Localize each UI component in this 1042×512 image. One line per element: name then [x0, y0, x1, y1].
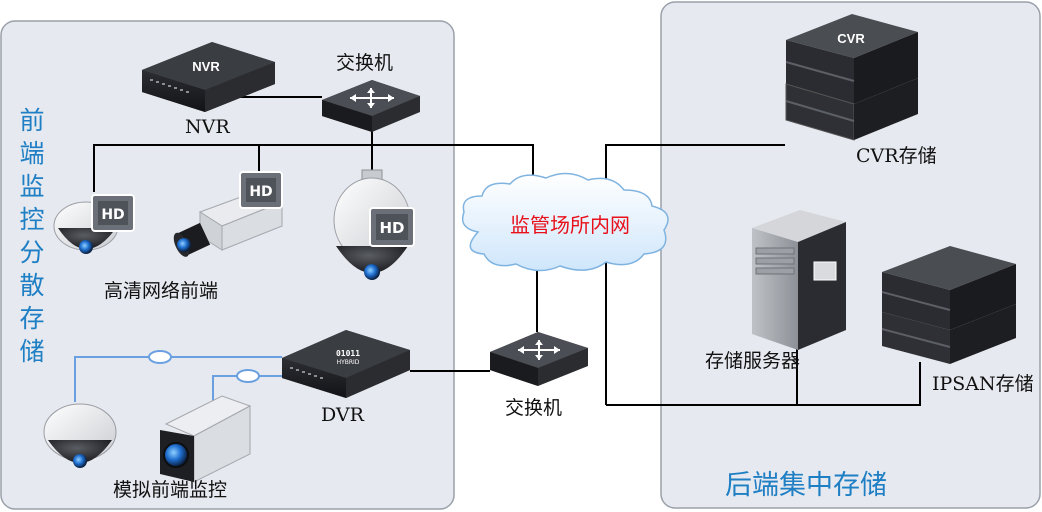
switch-top-label: 交换机: [336, 52, 394, 74]
svg-text:HD: HD: [101, 207, 124, 223]
nvr-box-text: NVR: [192, 59, 220, 74]
coax-links: [74, 350, 282, 402]
right-panel: [660, 1, 1041, 509]
hd-front-label: 高清网络前端: [104, 280, 219, 302]
svg-text:HD: HD: [249, 184, 272, 200]
front-bus: [93, 144, 534, 192]
dvr-box-text-2: HYBRID: [337, 359, 360, 366]
coax-connector-1: [148, 350, 172, 364]
ipsan-storage[interactable]: [881, 246, 1016, 364]
dvr-box-text-1: 01011: [336, 349, 360, 358]
svg-text:HD: HD: [379, 219, 404, 237]
cvr-label: CVR存储: [856, 145, 937, 167]
switch-bottom[interactable]: [490, 332, 588, 386]
right-panel-title: 后端集中存储: [725, 470, 887, 501]
server-label: 存储服务器: [705, 350, 801, 372]
left-panel-title: 前端监控分散存储: [19, 106, 45, 366]
storage-bus: [606, 362, 921, 406]
storage-server[interactable]: [752, 210, 846, 350]
hd-badge-1: HD: [91, 194, 135, 232]
cloud-label: 监管场所内网: [510, 213, 630, 237]
nvr-device[interactable]: NVR: [142, 42, 275, 112]
cvr-storage[interactable]: CVR: [785, 14, 918, 141]
analog-box-camera[interactable]: [160, 395, 252, 483]
nvr-label: NVR: [185, 116, 230, 138]
ipsan-label: IPSAN存储: [932, 373, 1034, 395]
switch-bottom-label: 交换机: [505, 397, 563, 419]
cvr-box-text: CVR: [837, 31, 865, 46]
dvr-device[interactable]: 01011 HYBRID: [282, 330, 410, 398]
network-cloud: [461, 172, 669, 272]
hd-badge-3: HD: [369, 207, 415, 247]
analog-front-label: 模拟前端监控: [113, 479, 228, 501]
analog-dome-camera[interactable]: [43, 403, 117, 468]
coax-connector-2: [236, 369, 260, 383]
switch-top[interactable]: [322, 80, 420, 132]
hd-badge-2: HD: [239, 171, 283, 209]
coax-dome: [74, 356, 282, 402]
dvr-label: DVR: [321, 404, 364, 426]
